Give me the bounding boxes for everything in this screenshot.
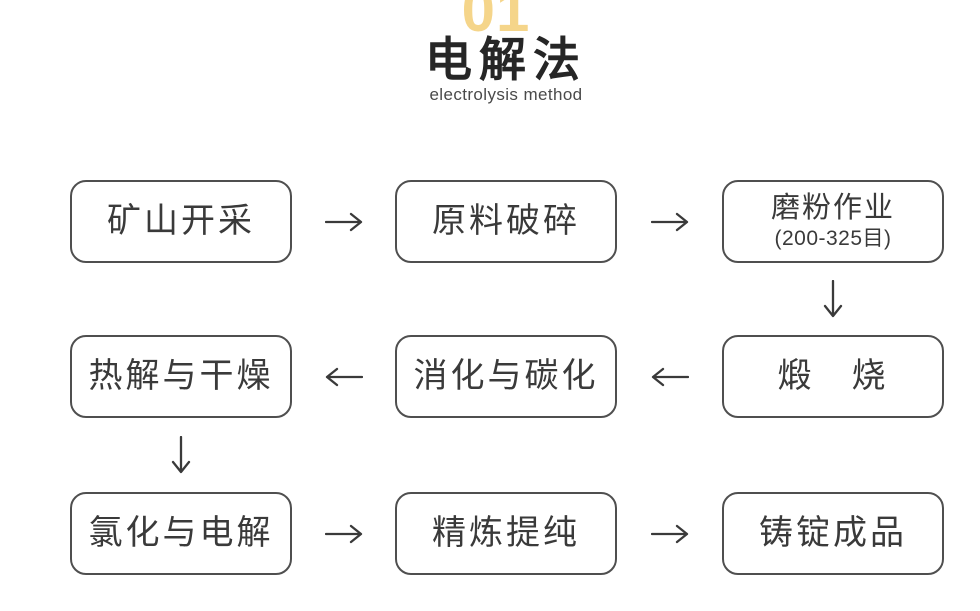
flowchart: 矿山开采 原料破碎 磨粉作业 (200-325目) 热解与干燥 消化与碳化 (70, 180, 944, 575)
flow-connector (617, 335, 722, 418)
flow-step-grinding: 磨粉作业 (200-325目) (722, 180, 944, 263)
flow-step-label: 磨粉作业 (770, 191, 895, 224)
page-title: 电解法 (425, 33, 587, 86)
arrow-down-icon (823, 280, 843, 318)
flow-step-label: 热解与干燥 (88, 356, 274, 395)
page-subtitle: electrolysis method (429, 85, 583, 104)
arrow-down-icon (171, 436, 191, 474)
flow-step-label: 氯化与电解 (88, 513, 274, 552)
flow-connector (292, 492, 395, 575)
arrow-right-icon (650, 212, 688, 231)
arrow-right-icon (324, 212, 362, 231)
flow-connector (617, 180, 722, 263)
flow-step-label: 矿山开采 (107, 201, 255, 240)
flow-step-label: 煅 烧 (777, 356, 889, 395)
flow-step-mining: 矿山开采 (70, 180, 292, 263)
flow-step-label: 消化与碳化 (413, 356, 599, 395)
section-number: 01 (461, 0, 531, 44)
flow-step-label: 原料破碎 (432, 201, 580, 240)
flow-step-digestion-carbonization: 消化与碳化 (395, 335, 617, 418)
flow-step-ingot-casting: 铸锭成品 (722, 492, 944, 575)
flow-step-pyrolysis-drying: 热解与干燥 (70, 335, 292, 418)
flow-connector (617, 492, 722, 575)
arrow-right-icon (324, 524, 362, 543)
arrow-right-icon (650, 524, 688, 543)
flow-step-sublabel: (200-325目) (774, 227, 892, 251)
flow-step-crushing: 原料破碎 (395, 180, 617, 263)
flow-step-label: 铸锭成品 (759, 513, 907, 552)
arrow-left-icon (325, 367, 363, 386)
flow-connector (292, 180, 395, 263)
flow-connector (292, 335, 395, 418)
flow-step-chlorination-electrolysis: 氯化与电解 (70, 492, 292, 575)
flow-step-calcination: 煅 烧 (722, 335, 944, 418)
arrow-left-icon (651, 367, 689, 386)
section-header: 01 电解法 electrolysis method (16, 0, 980, 103)
flow-connector (722, 263, 944, 335)
flow-connector (70, 418, 292, 492)
flow-step-label: 精炼提纯 (432, 513, 580, 552)
flow-step-refining: 精炼提纯 (395, 492, 617, 575)
